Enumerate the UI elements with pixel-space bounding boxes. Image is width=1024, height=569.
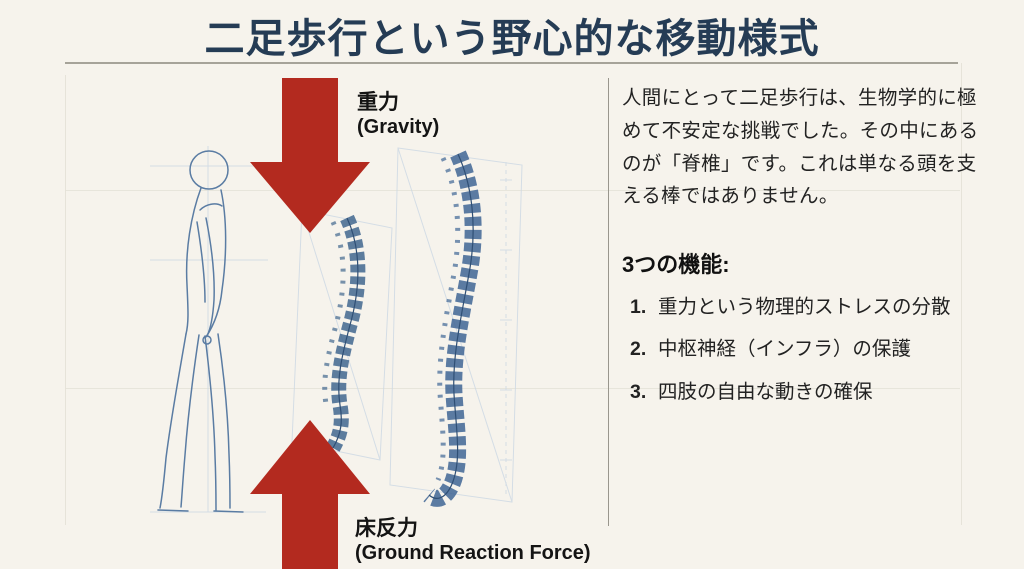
gravity-arrow-down-icon xyxy=(250,78,370,233)
gravity-label-jp: 重力 xyxy=(357,91,399,114)
functions-list: 1. 重力という物理的ストレスの分散 2. 中枢神経（インフラ）の保護 3. 四… xyxy=(622,293,994,406)
spine-posterior-drawing xyxy=(423,150,482,507)
list-item-text: 重力という物理的ストレスの分散 xyxy=(658,296,951,318)
list-item-text: 四肢の自由な動きの確保 xyxy=(658,380,873,403)
title-divider xyxy=(65,62,958,64)
grid-line xyxy=(65,190,960,191)
functions-heading: 3つの機能: xyxy=(622,252,730,277)
ground-reaction-label-en: (Ground Reaction Force) xyxy=(355,542,591,564)
list-item-number: 3. xyxy=(630,380,647,403)
list-item: 1. 重力という物理的ストレスの分散 xyxy=(630,293,994,321)
list-item-text: 中枢神経（インフラ）の保護 xyxy=(658,338,911,361)
human-figure-drawing xyxy=(157,150,244,513)
list-item-number: 1. xyxy=(630,296,647,318)
list-item-number: 2. xyxy=(630,338,647,361)
gravity-label: 重力 (Gravity) xyxy=(357,90,439,140)
grid-line xyxy=(961,63,962,525)
page-title: 二足歩行という野心的な移動様式 xyxy=(204,17,820,61)
ground-reaction-arrow-up-icon xyxy=(250,420,370,569)
header: 二足歩行という野心的な移動様式 xyxy=(0,0,1024,64)
list-item: 3. 四肢の自由な動きの確保 xyxy=(630,378,994,406)
grid-line xyxy=(65,75,66,525)
spine-lateral-drawing xyxy=(322,214,366,452)
gravity-label-en: (Gravity) xyxy=(357,116,440,138)
ground-reaction-label-jp: 床反力 xyxy=(355,517,418,540)
content-column: 人間にとって二足歩行は、生物学的に極めて不安定な挑戦でした。その中にあるのが「脊… xyxy=(622,82,994,420)
vertical-divider xyxy=(608,78,609,526)
list-item: 2. 中枢神経（インフラ）の保護 xyxy=(630,335,994,363)
grid-line xyxy=(65,388,960,389)
biomechanics-diagram xyxy=(150,78,523,569)
intro-paragraph: 人間にとって二足歩行は、生物学的に極めて不安定な挑戦でした。その中にあるのが「脊… xyxy=(622,87,979,208)
ground-reaction-label: 床反力 (Ground Reaction Force) xyxy=(355,516,591,566)
